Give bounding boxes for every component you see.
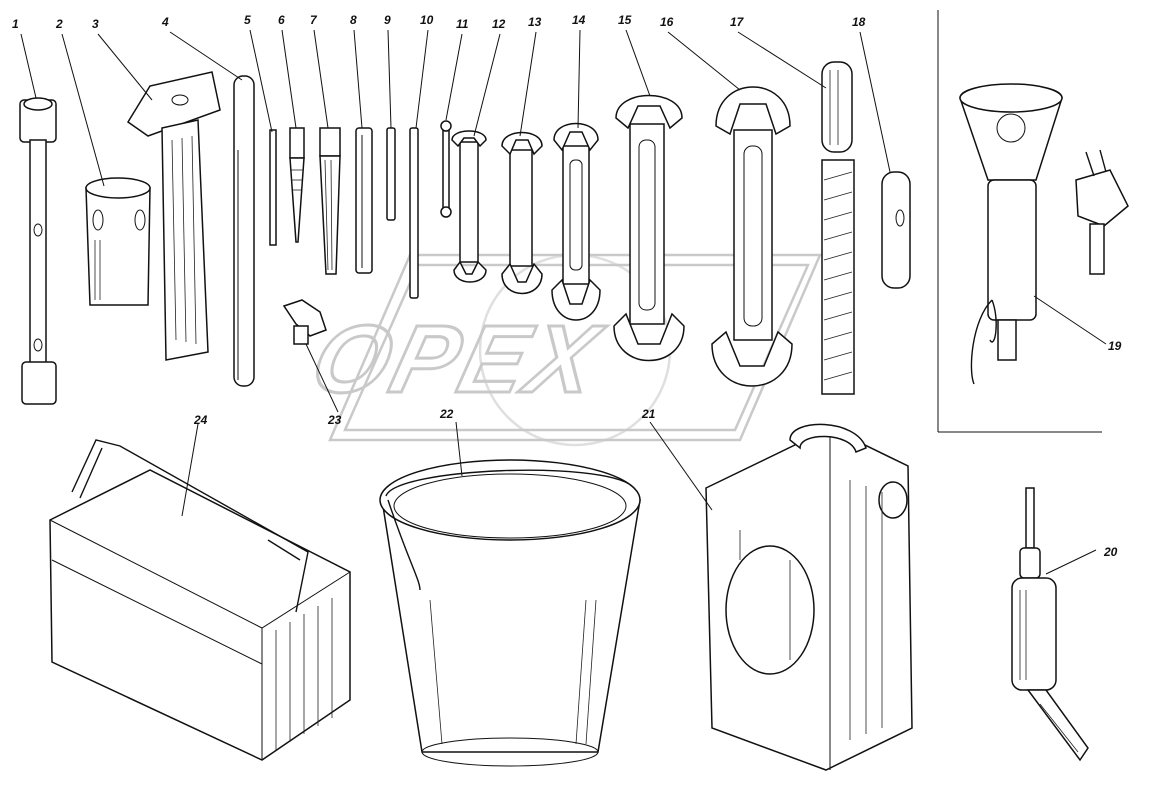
file: [821, 61, 855, 395]
callout-7: 7: [310, 13, 318, 27]
wrench-13: [501, 131, 543, 295]
callout-6: 6: [278, 13, 285, 27]
callout-23: 23: [327, 413, 342, 427]
wrench-15: [613, 94, 685, 362]
callout-9: 9: [384, 13, 391, 27]
callout-19: 19: [1108, 339, 1122, 353]
inset-frame: [937, 10, 1102, 433]
callout-8: 8: [350, 13, 357, 27]
callout-5: 5: [244, 13, 251, 27]
callout-labels: 1 2 3 4 5 6 7 8 9 10 11 12 13 14 15 16 1…: [12, 13, 1122, 559]
callout-15: 15: [618, 13, 632, 27]
small-punch: [386, 127, 396, 221]
callout-21: 21: [641, 407, 656, 421]
cold-chisel: [319, 127, 341, 275]
wrench-14: [551, 122, 601, 321]
callout-14: 14: [572, 13, 586, 27]
drift-punch: [355, 127, 373, 274]
tool-box: [49, 439, 351, 761]
bucket: [379, 459, 641, 767]
valve-key: [282, 299, 327, 345]
callout-10: 10: [420, 13, 434, 27]
callout-22: 22: [439, 407, 454, 421]
socket-wrench-bar: [19, 97, 57, 405]
callout-18: 18: [852, 15, 866, 29]
callout-17: 17: [730, 15, 745, 29]
wrench-11: [440, 120, 452, 218]
pin-punch: [269, 129, 277, 246]
bucket-shading: [429, 599, 597, 745]
callout-16: 16: [660, 15, 674, 29]
socket-sleeve: [881, 171, 911, 289]
pry-bar: [233, 75, 255, 387]
wrench-16: [711, 86, 793, 387]
callout-12: 12: [492, 17, 506, 31]
tool-box-shading: [275, 598, 333, 750]
callout-1: 1: [12, 17, 19, 31]
callout-13: 13: [528, 15, 542, 29]
inspection-lamp: [959, 83, 1063, 385]
socket-tube: [85, 177, 151, 306]
fuel-canister: [705, 423, 913, 771]
callout-20: 20: [1103, 545, 1118, 559]
wrench-12: [451, 130, 487, 283]
rod: [409, 127, 419, 299]
callout-11: 11: [456, 17, 469, 31]
file-teeth: [823, 171, 853, 381]
center-punch: [289, 127, 305, 243]
leader-lines: [20, 29, 1107, 575]
canister-shading: [739, 480, 883, 740]
watermark-text: OPEX: [302, 305, 612, 412]
electric-plug: [1075, 149, 1129, 275]
callout-2: 2: [55, 17, 63, 31]
callout-4: 4: [161, 15, 169, 29]
hammer: [126, 71, 221, 361]
callout-24: 24: [193, 413, 208, 427]
watermark: OPEX: [301, 253, 822, 447]
callout-3: 3: [92, 17, 99, 31]
grease-gun: [1011, 487, 1089, 762]
